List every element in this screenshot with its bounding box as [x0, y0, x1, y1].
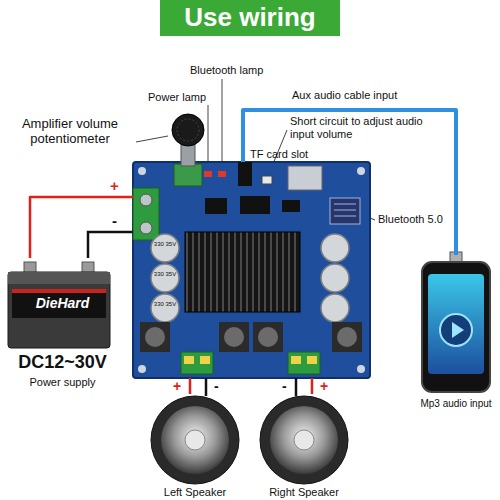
- part-label: Amplifier volume potentiometer: [6, 117, 134, 147]
- brand-label: DieHard: [5, 295, 120, 311]
- polarity-mark: +: [173, 378, 181, 394]
- tf-card-slot: [288, 166, 322, 190]
- chip: [282, 200, 300, 212]
- speaker-node: Right Speaker: [249, 394, 359, 500]
- volume-knob: [172, 114, 204, 146]
- label-stripe: [12, 289, 106, 293]
- capacitor-marking: 330 35V: [152, 271, 178, 278]
- caption: Power supply: [5, 376, 120, 389]
- battery-lid: [8, 272, 110, 284]
- chip: [240, 196, 270, 214]
- caption: Left Speaker: [140, 486, 250, 499]
- negative-wire: [205, 378, 208, 396]
- player-screen: [428, 274, 484, 374]
- aux-jack: [238, 162, 252, 186]
- wire: [30, 197, 133, 258]
- polarity-mark: +: [320, 378, 328, 394]
- capacitor-marking: 330 35V: [152, 301, 178, 308]
- jumper-pads: [262, 176, 272, 184]
- part-label: Bluetooth lamp: [190, 64, 263, 77]
- polarity-mark: -: [282, 378, 287, 394]
- polarity-mark: +: [110, 177, 119, 194]
- pcb: [133, 162, 370, 378]
- part-label: Short circuit to adjust audio input volu…: [290, 115, 440, 140]
- terminal-screw: [140, 222, 152, 234]
- dust-cap: [294, 430, 314, 450]
- power-terminal: [133, 188, 159, 240]
- bluetooth-led: [218, 171, 226, 177]
- play-icon: [452, 322, 464, 338]
- player-body: [422, 262, 490, 392]
- part-label: Power lamp: [148, 91, 206, 104]
- inductors: [140, 322, 362, 352]
- antenna-trace: [334, 204, 356, 216]
- left-speaker-drawing: [151, 396, 239, 484]
- amplifier-board: [133, 114, 370, 378]
- speaker-cone: [270, 406, 338, 474]
- terminal-screws: [184, 356, 317, 364]
- part-label: Aux audio cable input: [292, 89, 397, 102]
- heatsink: [185, 232, 300, 312]
- dust-cap: [185, 430, 205, 450]
- battery-node: DieHardDC12~30V Power supply: [5, 258, 120, 408]
- title-banner: [160, 0, 340, 36]
- speaker-frame: [260, 396, 348, 484]
- speaker-terminal: [181, 352, 213, 374]
- leader-line: [222, 79, 223, 168]
- power-led: [204, 171, 212, 177]
- capacitor-marking: 330 35V: [152, 241, 178, 248]
- caption: Mp3 audio input: [414, 398, 498, 410]
- knob-ridges: [177, 119, 199, 141]
- play-ring: [440, 314, 472, 346]
- bluetooth-module: [330, 198, 360, 224]
- part-label: TF card slot: [250, 148, 308, 161]
- title: Use wiring: [160, 3, 340, 33]
- voltage-label: DC12~30V: [5, 352, 120, 373]
- mounting-holes: [138, 167, 365, 373]
- caption: Right Speaker: [249, 486, 359, 499]
- polarity-mark: -: [112, 212, 117, 229]
- wire: [311, 378, 314, 394]
- speaker-terminal: [288, 352, 320, 374]
- speaker-frame: [151, 396, 239, 484]
- polarity-mark: -: [214, 378, 219, 394]
- speaker-node: Left Speaker: [140, 394, 250, 500]
- right-speaker-drawing: [260, 396, 348, 484]
- mp3-player-node: Mp3 audio input: [414, 255, 498, 415]
- amplifier-board-node: 330 35V 330 35V 330 35V: [133, 162, 370, 378]
- part-label: Bluetooth 5.0: [378, 213, 443, 226]
- negative-wire: [88, 232, 133, 258]
- capacitors: [151, 234, 349, 322]
- speaker-cone: [161, 406, 229, 474]
- negative-wire: [295, 378, 298, 396]
- leader-line: [136, 136, 168, 142]
- wire: [189, 378, 192, 394]
- leader-line: [208, 105, 209, 170]
- mp3-player: [422, 252, 490, 392]
- chip: [205, 198, 227, 214]
- terminal-screw: [140, 194, 152, 206]
- wire: [243, 110, 456, 255]
- potentiometer-base: [174, 164, 202, 186]
